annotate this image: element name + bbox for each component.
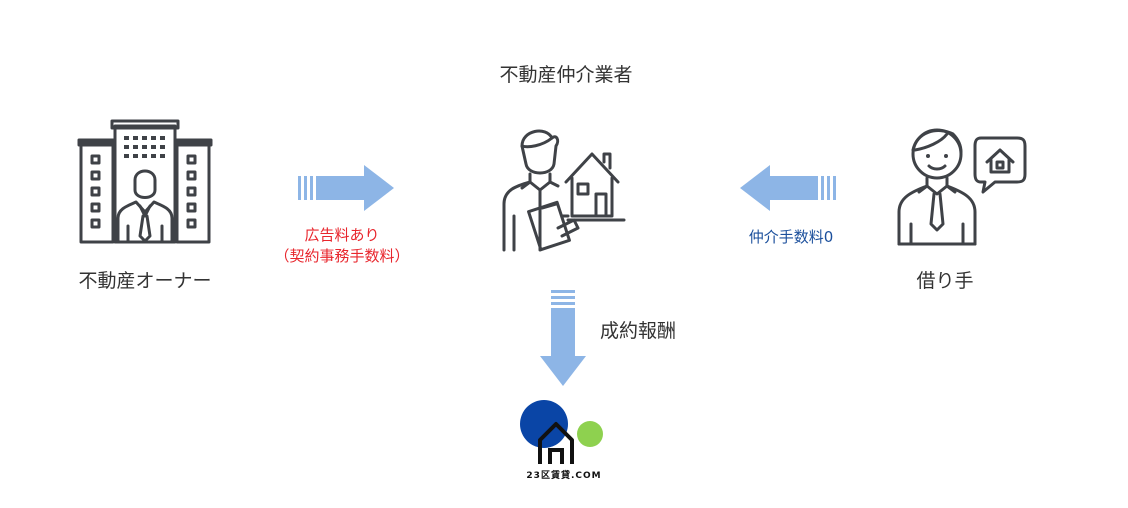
person-with-house-bubble-icon xyxy=(897,128,1027,246)
tenant-fee-text: 仲介手数料0 xyxy=(748,228,834,246)
left-arrow xyxy=(740,165,836,211)
brand-logo-mark: 23区賃貸.COM xyxy=(520,400,603,481)
owner-label: 不動産オーナー xyxy=(78,270,212,292)
right-arrow xyxy=(298,165,394,211)
brand-logo: 23区賃貸.COM xyxy=(516,400,612,482)
owner-fee-text: 広告料あり （契約事務手数料） xyxy=(274,225,409,267)
building-businessman-icon xyxy=(77,119,213,244)
down-arrow xyxy=(540,290,586,386)
owner-fee-line2: （契約事務手数料） xyxy=(274,247,410,265)
brand-logo-text: 23区賃貸.COM xyxy=(526,469,601,481)
tenant-label: 借り手 xyxy=(916,270,974,292)
agent-with-house-icon xyxy=(502,129,626,252)
success-fee-text: 成約報酬 xyxy=(600,320,677,342)
owner-fee-line1: 広告料あり xyxy=(304,226,380,244)
agent-title: 不動産仲介業者 xyxy=(499,64,633,86)
